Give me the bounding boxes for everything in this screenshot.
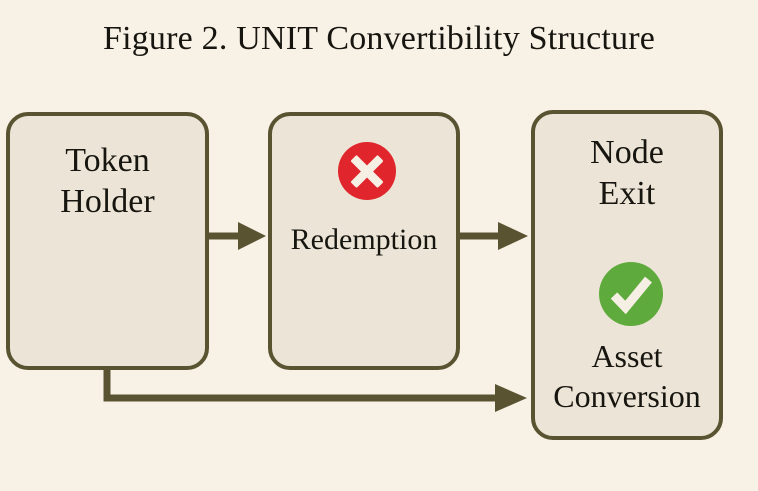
connector-redemption-to-node-exit [460, 222, 528, 250]
node-box-token-holder: Token Holder [6, 112, 209, 370]
node-exit-label: Node Exit [590, 134, 664, 212]
token-holder-label: Token Holder [60, 142, 155, 220]
connector-token-holder-to-node-exit [103, 368, 527, 412]
circle-x-icon [338, 142, 396, 200]
redemption-label: Redemption [290, 223, 438, 256]
figure-title: Figure 2. UNIT Convertibility Structure [102, 20, 656, 57]
circle-check-icon [599, 262, 663, 326]
connector-token-holder-to-redemption [209, 222, 266, 250]
asset-conversion-label: Asset Conversion [553, 338, 701, 414]
node-box-node-exit: Node Exit Asset Conversion [531, 110, 723, 440]
node-box-redemption: Redemption [268, 112, 460, 370]
